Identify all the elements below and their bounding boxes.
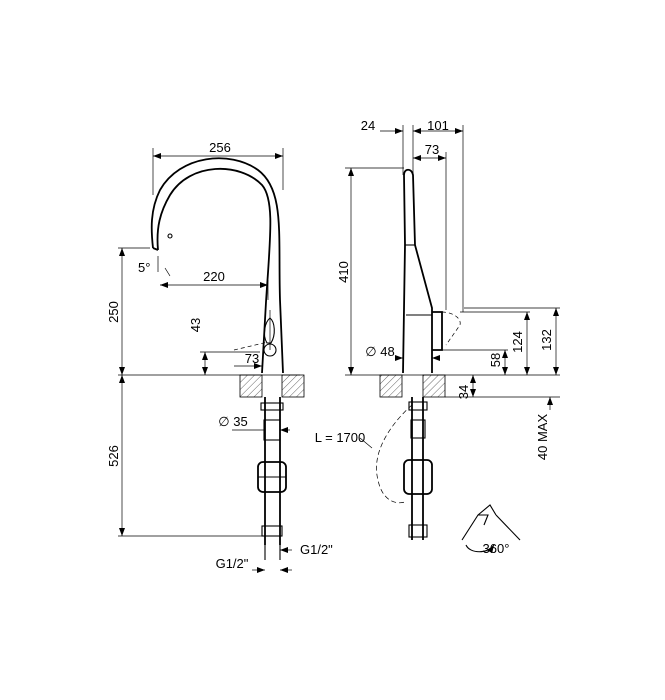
dim-lever-offset: 73 [245,351,259,366]
dim-offset-back: 24 [361,118,375,133]
dim-outlet-height: 250 [106,301,121,323]
dim-lever-height: 43 [188,318,203,332]
dim-reach: 220 [203,269,225,284]
deck-block-right [281,374,305,398]
dim-lever-58: 58 [488,353,503,367]
side-body [402,168,433,374]
deck-block-side-left [379,374,403,398]
dim-below-deck: 526 [106,445,121,467]
dim-lever-depth: 73 [425,142,439,157]
hose-length: L = 1700 [315,430,365,445]
dim-body-diameter: ∅ 35 [218,414,247,429]
connection-right: G1/2" [300,542,333,557]
side-view: 24 101 73 410 ∅ 48 58 124 132 34 40 MAX [315,118,560,556]
spout [156,167,272,374]
side-lever [432,311,443,351]
dim-base-diameter: ∅ 48 [365,344,394,359]
dim-overall-depth: 101 [427,118,449,133]
rotation-label: 360° [483,541,510,556]
side-hoses [376,397,433,540]
dim-deck-thickness: 34 [456,385,471,399]
dim-lever-132: 132 [539,329,554,351]
connection-left: G1/2" [216,556,249,571]
dim-lever-124: 124 [510,331,525,353]
front-view: 256 220 5° 250 43 73 ∅ 35 526 G1/2" [106,140,333,573]
dim-total-height: 410 [336,261,351,283]
deck-block-left [239,374,263,398]
deck-block-side-right [422,374,446,398]
dim-tilt: 5° [138,260,150,275]
supply-hoses [257,397,287,560]
lever [263,317,275,344]
rotation-symbol: 360° [461,504,521,556]
dim-deck-max: 40 MAX [535,414,550,461]
dim-spout-width: 256 [209,140,231,155]
